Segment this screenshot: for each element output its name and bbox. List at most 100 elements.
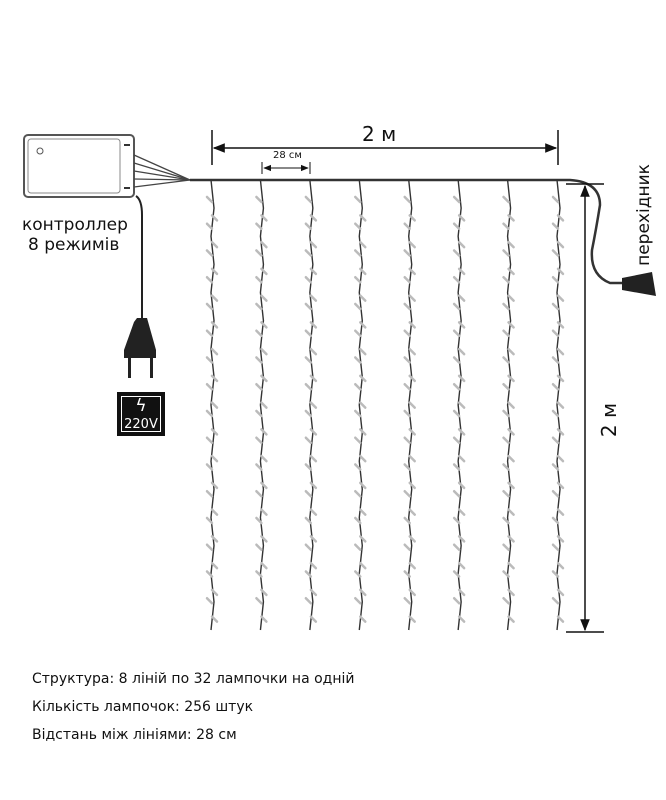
bulb xyxy=(304,570,313,578)
bulb xyxy=(457,267,466,276)
bulb xyxy=(403,276,411,284)
bulb xyxy=(354,356,362,364)
light-strand xyxy=(452,179,466,631)
bulb xyxy=(354,276,362,284)
bulb xyxy=(408,428,416,436)
bulb xyxy=(354,490,362,498)
bulb xyxy=(304,516,313,525)
bulb xyxy=(403,543,411,551)
bulb xyxy=(502,409,510,418)
spacing-label: 28 см xyxy=(273,150,302,161)
bulb xyxy=(452,597,461,605)
bulb xyxy=(452,570,461,578)
bulb xyxy=(205,409,214,418)
bulb xyxy=(452,249,461,257)
bulb xyxy=(260,214,268,222)
bulb xyxy=(556,267,565,276)
bulb xyxy=(556,481,565,490)
light-strand xyxy=(205,179,219,631)
bulb xyxy=(255,276,263,284)
bulb xyxy=(304,195,313,204)
bulb xyxy=(304,543,313,551)
bulb xyxy=(551,597,560,605)
bulb xyxy=(309,561,318,570)
bulb xyxy=(309,267,318,276)
bulb xyxy=(210,454,219,463)
bulb xyxy=(260,401,268,409)
bulb xyxy=(359,481,367,490)
bulb xyxy=(359,588,367,597)
bulb xyxy=(354,249,362,257)
light-strand xyxy=(255,179,268,631)
bulb xyxy=(551,249,560,257)
bulb xyxy=(507,240,515,249)
bulb xyxy=(359,321,367,329)
height-label: 2 м xyxy=(597,402,622,438)
bulb xyxy=(452,436,461,444)
bulb xyxy=(354,329,362,337)
bulb xyxy=(210,561,219,570)
bulb xyxy=(309,535,318,543)
bulb xyxy=(502,249,510,257)
bulb xyxy=(210,240,219,249)
bulb xyxy=(457,561,466,570)
bulb xyxy=(255,329,263,337)
bulb xyxy=(255,195,263,204)
bulb xyxy=(354,570,362,578)
bulb xyxy=(556,588,565,597)
bulb xyxy=(359,347,367,356)
bulb xyxy=(403,249,411,257)
bulb xyxy=(255,516,263,525)
bulb xyxy=(403,570,411,578)
bulb xyxy=(309,374,318,383)
bulb xyxy=(556,240,565,249)
bulb xyxy=(452,276,461,284)
light-strand xyxy=(502,179,515,631)
bulb xyxy=(210,321,219,329)
bulb xyxy=(260,267,268,276)
bulb xyxy=(304,409,313,418)
bulb xyxy=(210,428,219,436)
bulb xyxy=(403,383,411,391)
bulb xyxy=(457,347,466,356)
bulb xyxy=(255,597,263,605)
bulb xyxy=(309,454,318,463)
bulb xyxy=(210,374,219,383)
bulb xyxy=(359,454,367,463)
bulb xyxy=(205,249,214,257)
bulb xyxy=(210,588,219,597)
bulb xyxy=(309,321,318,329)
bulb xyxy=(403,329,411,337)
bulb xyxy=(205,516,214,525)
bulb xyxy=(255,356,263,364)
bulb xyxy=(408,321,416,329)
bulb xyxy=(507,561,515,570)
bulb xyxy=(457,535,466,543)
bulb xyxy=(205,570,214,578)
bulb xyxy=(359,240,367,249)
bulb xyxy=(403,302,411,311)
bulb xyxy=(304,222,313,230)
bulb xyxy=(359,615,367,623)
bulb xyxy=(457,401,466,409)
controller-label: контроллер 8 режимів xyxy=(22,215,128,255)
bulb xyxy=(408,481,416,490)
bulb xyxy=(403,195,411,204)
bulb xyxy=(205,329,214,337)
bulb xyxy=(260,615,268,623)
bulb xyxy=(255,409,263,418)
bulb xyxy=(354,383,362,391)
bulb xyxy=(210,508,219,516)
bulb xyxy=(507,267,515,276)
bulb xyxy=(255,490,263,498)
bulb xyxy=(551,436,560,444)
bulb xyxy=(309,615,318,623)
bulb xyxy=(403,597,411,605)
bulb xyxy=(359,535,367,543)
bulb xyxy=(551,329,560,337)
bulb xyxy=(457,374,466,383)
bulb xyxy=(309,588,318,597)
bulb xyxy=(304,383,313,391)
bulb xyxy=(205,436,214,444)
